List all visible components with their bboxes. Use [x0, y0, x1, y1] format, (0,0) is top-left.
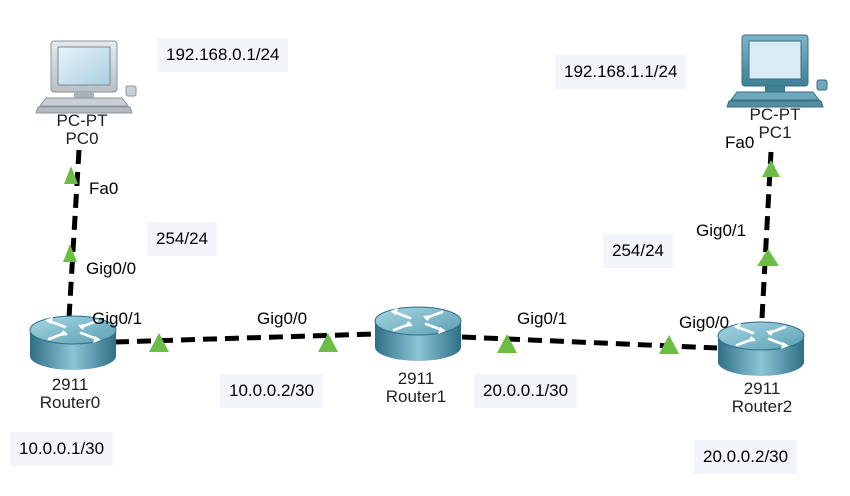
pc0-label: PC-PT PC0 [42, 112, 122, 148]
link-up-triangle [63, 244, 77, 262]
note-router2-lan-ip: 254/24 [603, 234, 673, 268]
router1-model: 2911 [397, 369, 435, 388]
link-status-indicators [63, 160, 780, 354]
link-up-triangle [318, 333, 338, 352]
port-label-pc1-fa0: Fa0 [725, 133, 755, 152]
port-label-router0-gig01: Gig0/1 [92, 309, 143, 328]
router0-label: 2911 Router0 [20, 376, 120, 412]
router1-name: Router1 [385, 387, 447, 406]
note-router2-wan-ip: 20.0.0.2/30 [694, 440, 798, 474]
link-up-triangle [64, 166, 78, 184]
pc0-name: PC0 [65, 129, 99, 148]
port-label-router2-gig00: Gig0/0 [679, 313, 730, 332]
link-up-triangle [757, 249, 779, 266]
link-up-triangle [149, 333, 169, 352]
pc0-icon[interactable] [35, 40, 137, 114]
link-router2-pc1 [759, 151, 774, 319]
port-label-router1-gig00: Gig0/0 [257, 309, 308, 328]
note-pc0-ip: 192.168.0.1/24 [157, 38, 289, 72]
pc1-icon[interactable] [726, 34, 828, 108]
link-up-triangle [762, 160, 780, 177]
note-pc1-ip: 192.168.1.1/24 [555, 55, 687, 89]
router0-name: Router0 [39, 393, 101, 412]
note-router1-gig01-ip: 20.0.0.1/30 [474, 374, 578, 408]
router2-model: 2911 [743, 379, 781, 398]
link-router1-router2 [461, 334, 718, 351]
pc1-model: PC-PT [749, 105, 801, 124]
port-label-router1-gig01: Gig0/1 [517, 309, 568, 328]
link-router0-router1 [114, 331, 375, 345]
router1-label: 2911 Router1 [366, 370, 466, 406]
link-pc0-router0 [66, 149, 82, 319]
note-router1-gig00-ip: 10.0.0.2/30 [220, 374, 324, 408]
port-label-pc0-fa0: Fa0 [89, 179, 119, 198]
pc1-name: PC1 [758, 123, 792, 142]
pc1-label: PC-PT PC1 [735, 106, 815, 142]
note-router0-lan-ip: 254/24 [147, 222, 217, 256]
note-router0-wan-ip: 10.0.0.1/30 [10, 432, 114, 466]
port-label-router0-gig00: Gig0/0 [86, 259, 137, 278]
router2-name: Router2 [731, 397, 793, 416]
router2-icon[interactable] [716, 320, 806, 378]
router2-label: 2911 Router2 [712, 380, 812, 416]
link-up-triangle [497, 334, 517, 353]
links [66, 149, 774, 351]
pc0-model: PC-PT [56, 111, 108, 130]
link-up-triangle [659, 335, 679, 354]
port-label-router2-gig01: Gig0/1 [696, 221, 747, 240]
router1-icon[interactable] [373, 305, 463, 363]
router0-model: 2911 [51, 375, 89, 394]
